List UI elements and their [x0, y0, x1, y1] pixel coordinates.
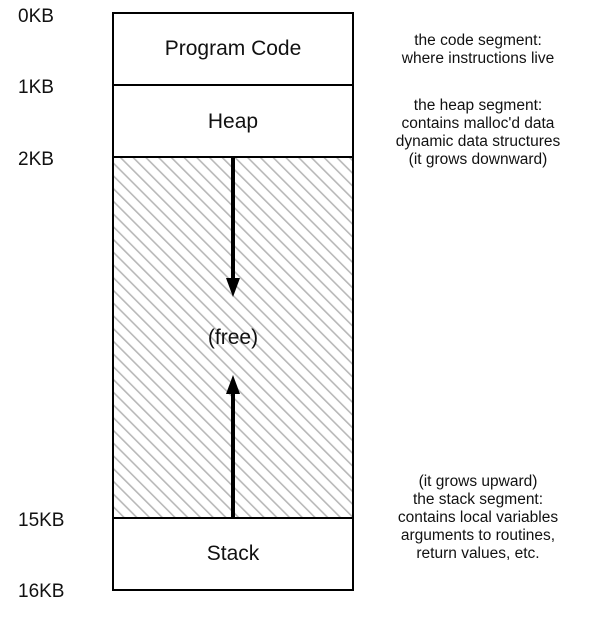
- stack-note-line: (it grows upward): [418, 473, 538, 490]
- heap-note-line: (it grows downward): [408, 151, 548, 168]
- heap-segment-note: the heap segment: contains malloc'd data…: [360, 97, 596, 169]
- segment-code-label: Program Code: [164, 37, 302, 60]
- segment-stack-label: Stack: [206, 542, 260, 565]
- stack-note-line: the stack segment:: [412, 491, 544, 508]
- heap-grows-down-arrow: [226, 157, 240, 297]
- address-1kb: 1KB: [18, 77, 54, 98]
- code-note-line: where instructions live: [401, 50, 555, 67]
- code-note-line: the code segment:: [414, 32, 542, 49]
- address-2kb: 2KB: [18, 149, 54, 170]
- address-space-box: [112, 12, 354, 591]
- heap-note-line: dynamic data structures: [395, 133, 561, 150]
- stack-note-line: contains local variables: [397, 509, 559, 526]
- stack-segment-note: (it grows upward) the stack segment: con…: [360, 473, 596, 563]
- heap-note-line: the heap segment:: [413, 97, 543, 114]
- segment-free-label: (free): [207, 326, 259, 349]
- code-segment-note: the code segment: where instructions liv…: [360, 32, 596, 68]
- heap-note-line: contains malloc'd data: [401, 115, 555, 132]
- address-0kb: 0KB: [18, 6, 54, 27]
- address-16kb: 16KB: [18, 581, 65, 602]
- stack-grows-up-arrow: [226, 375, 240, 518]
- address-15kb: 15KB: [18, 510, 65, 531]
- stack-note-line: return values, etc.: [416, 545, 540, 562]
- segment-heap-label: Heap: [207, 110, 259, 133]
- stack-note-line: arguments to routines,: [400, 527, 556, 544]
